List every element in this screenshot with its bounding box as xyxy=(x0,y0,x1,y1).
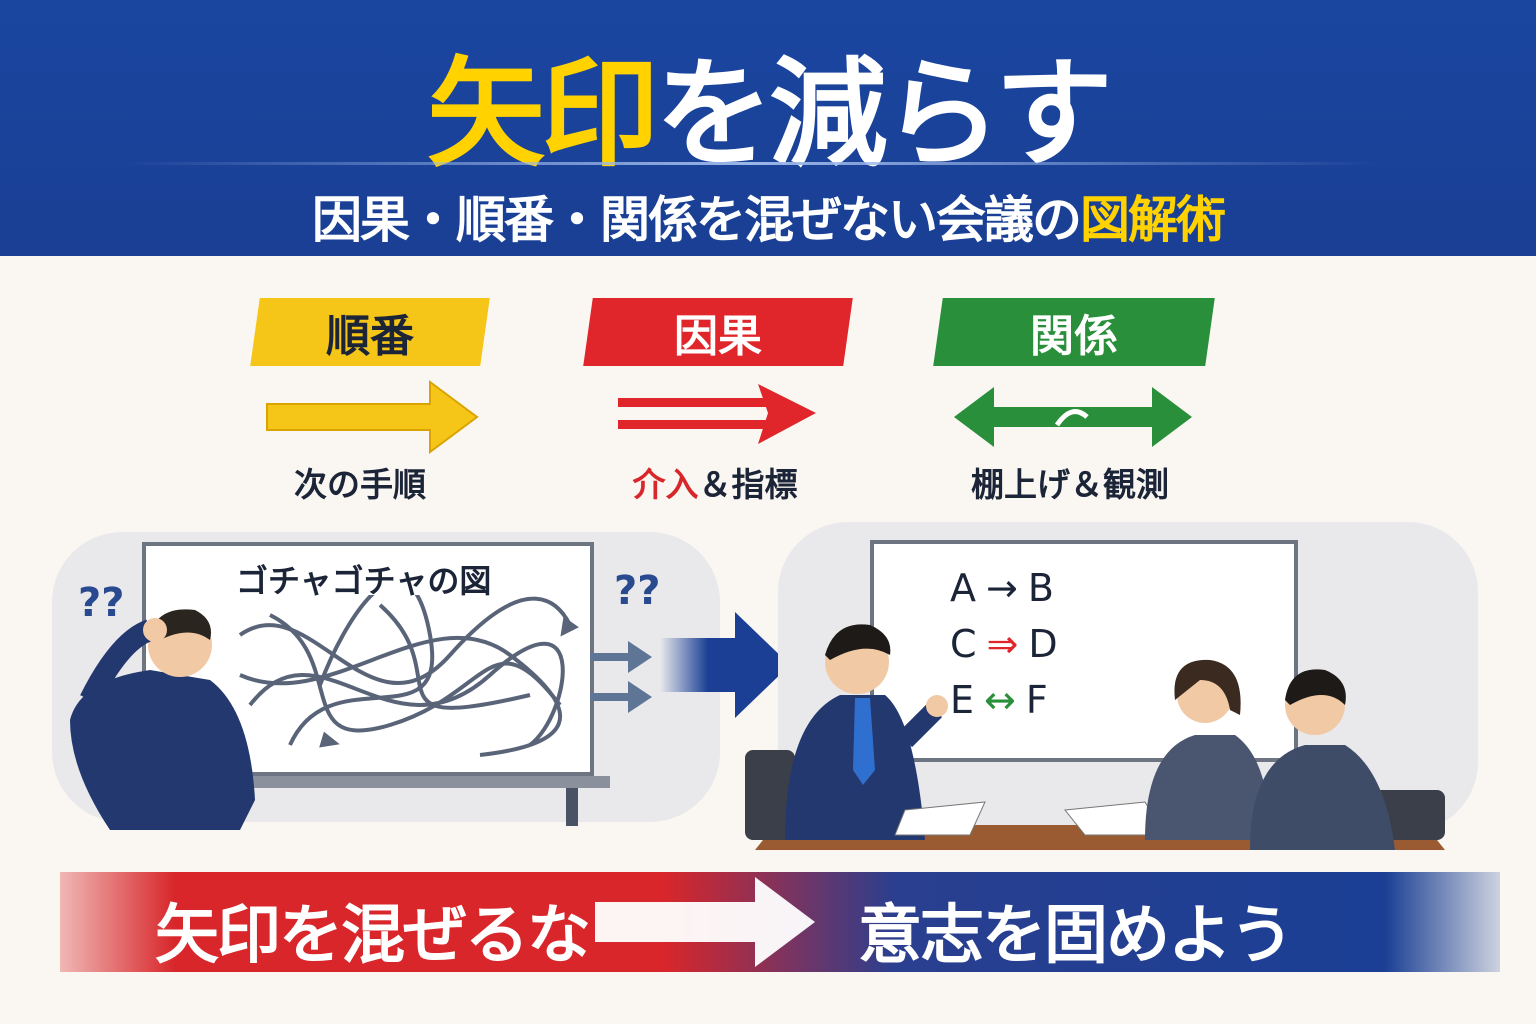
row-to: F xyxy=(1025,678,1048,722)
tag-relation: 関係 xyxy=(933,298,1215,366)
confused-businessman-illustration xyxy=(70,609,255,830)
row-to: D xyxy=(1028,622,1058,666)
transition-arrow-icon xyxy=(660,612,790,718)
row-from: A xyxy=(950,566,976,610)
relation-bidirectional-arrow-icon xyxy=(954,387,1192,447)
title-rest: を減らす xyxy=(655,45,1113,183)
question-marks-left: ?? xyxy=(78,580,125,626)
title-highlight: 矢印 xyxy=(427,45,659,183)
order-arrow-icon xyxy=(266,380,479,454)
whiteboard-leg xyxy=(566,788,578,826)
banner-arrow-icon xyxy=(595,877,815,967)
divider xyxy=(120,162,1380,165)
row-to: B xyxy=(1027,566,1054,610)
row-from: C xyxy=(950,622,977,666)
cause-double-arrow-icon xyxy=(618,384,816,444)
subtitle-highlight: 図解術 xyxy=(1080,191,1226,249)
tag-cause-label: 因果 xyxy=(674,311,762,362)
messy-board-title: ゴチャゴチャの図 xyxy=(236,562,492,600)
meeting-illustration xyxy=(745,624,1445,850)
caption-cause-rest: ＆指標 xyxy=(698,465,798,504)
banner-right-text: 意志を固めよう xyxy=(858,899,1294,973)
caption-cause: 介入＆指標 xyxy=(565,458,865,506)
tag-order-label: 順番 xyxy=(326,311,414,362)
row-from: E xyxy=(950,678,975,722)
header-banner: 矢印を減らす 因果・順番・関係を混ぜない会議の図解術 xyxy=(0,0,1536,256)
tag-cause: 因果 xyxy=(583,298,853,366)
relation-row-cd: C⇒D xyxy=(950,622,1058,666)
subtitle: 因果・順番・関係を混ぜない会議の図解術 xyxy=(0,180,1536,252)
clear-whiteboard xyxy=(870,540,1298,762)
page-title: 矢印を減らす xyxy=(0,18,1536,189)
caption-order: 次の手順 xyxy=(294,465,426,504)
outgoing-arrows-icon xyxy=(590,641,652,713)
whiteboard-tray xyxy=(140,776,610,788)
caption-relation: 棚上げ＆観測 xyxy=(971,465,1169,504)
tangled-arrows-icon xyxy=(238,595,579,757)
caption-cause-red: 介入 xyxy=(632,465,699,504)
relation-row-ab: A→B xyxy=(950,566,1054,610)
subtitle-main: 因果・順番・関係を混ぜない会議の xyxy=(312,191,1082,249)
banner-left-text: 矢印を混ぜるな xyxy=(155,899,591,973)
bidirectional-arrow-icon: ↔ xyxy=(984,678,1016,722)
tag-relation-label: 関係 xyxy=(1030,311,1118,362)
plain-arrow-icon: → xyxy=(986,566,1018,610)
double-arrow-icon: ⇒ xyxy=(986,622,1019,666)
tag-order: 順番 xyxy=(250,298,490,366)
relation-row-ef: E↔F xyxy=(950,678,1048,722)
question-marks-right: ?? xyxy=(614,568,661,614)
